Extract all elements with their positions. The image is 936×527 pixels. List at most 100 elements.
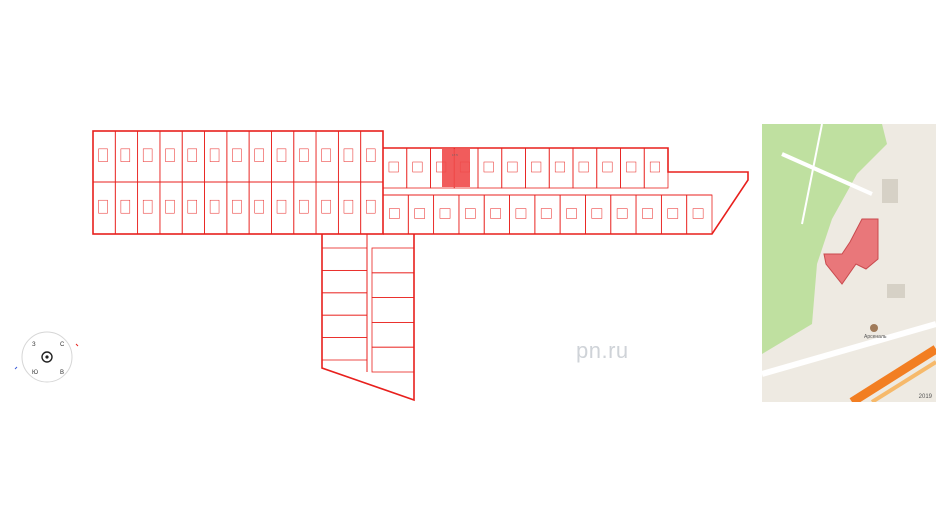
bathroom [531, 161, 542, 173]
apartment-unit[interactable] [371, 321, 415, 348]
apartment-unit[interactable] [337, 181, 362, 235]
compass: С В Ю З [14, 331, 79, 383]
apartment-unit[interactable] [321, 269, 368, 294]
apartment-unit[interactable] [248, 130, 272, 183]
bathroom [276, 148, 287, 162]
bathroom [591, 208, 603, 219]
apartment-unit[interactable] [137, 181, 161, 235]
apartment-unit[interactable] [321, 292, 368, 316]
apartment-unit[interactable] [509, 194, 536, 235]
apartment-unit[interactable] [371, 297, 415, 323]
apartment-unit[interactable] [159, 181, 183, 235]
apartment-unit[interactable] [371, 346, 415, 373]
apartment-unit[interactable] [407, 194, 435, 235]
apartment-unit[interactable] [371, 247, 415, 274]
apartment-unit[interactable] [458, 194, 485, 235]
apartment-unit[interactable] [382, 147, 408, 189]
apartment-unit[interactable] [525, 147, 550, 189]
bathroom [209, 148, 220, 162]
apartment-unit[interactable] [315, 130, 339, 183]
apartment-unit[interactable] [686, 194, 713, 235]
apartment-unit[interactable] [477, 147, 503, 189]
bathroom [232, 148, 242, 162]
bathroom [98, 199, 108, 214]
apartment-unit[interactable] [534, 194, 561, 235]
apartment-unit[interactable] [92, 181, 116, 235]
apartment-unit[interactable] [585, 194, 612, 235]
bathroom [388, 161, 399, 173]
bathroom [515, 208, 527, 219]
apartment-unit[interactable] [501, 147, 526, 189]
bathroom [165, 199, 175, 214]
apartment-unit[interactable] [293, 130, 317, 183]
bathroom [490, 208, 501, 219]
apartment-unit[interactable] [181, 181, 205, 235]
bathroom [120, 199, 131, 214]
apartment-unit[interactable] [572, 147, 598, 189]
apartment-unit[interactable] [337, 130, 362, 183]
apartment-unit[interactable] [360, 181, 384, 235]
apartment-unit[interactable] [406, 147, 431, 189]
apartment-unit[interactable] [248, 181, 272, 235]
apartment-unit[interactable] [620, 147, 645, 189]
bathroom [366, 199, 376, 214]
apartment-unit[interactable] [321, 337, 368, 361]
bathroom [507, 161, 518, 173]
apartment-unit[interactable] [226, 130, 250, 183]
bathroom [483, 161, 494, 173]
apartment-unit[interactable] [114, 181, 139, 235]
bathroom [299, 148, 309, 162]
bathroom [142, 199, 153, 214]
highway [849, 345, 936, 402]
bathroom [578, 161, 589, 173]
apartment-unit[interactable] [433, 194, 460, 235]
apartment-unit[interactable] [204, 181, 228, 235]
bathroom [626, 161, 637, 173]
bathroom [667, 208, 679, 219]
bathroom [412, 161, 423, 173]
bathroom [389, 208, 400, 219]
location-map[interactable]: Арсеналь 2019 [762, 124, 936, 402]
compass-south: Ю [32, 370, 38, 376]
apartment-unit[interactable] [114, 130, 139, 183]
bathroom [343, 199, 354, 214]
apartment-unit[interactable] [137, 130, 161, 183]
apartment-unit[interactable] [382, 194, 409, 235]
apartment-unit[interactable] [483, 194, 510, 235]
apartment-unit[interactable] [596, 147, 621, 189]
apartment-unit[interactable] [92, 130, 116, 183]
bathroom [439, 208, 451, 219]
map-copyright-year: 2019 [918, 394, 932, 400]
compass-north: С [60, 342, 65, 348]
apartment-unit[interactable] [660, 194, 688, 235]
apartment-unit[interactable] [181, 130, 205, 183]
apartment-unit[interactable] [321, 314, 368, 339]
apartment-unit[interactable] [226, 181, 250, 235]
park-area [762, 124, 887, 354]
highlighted-apartment[interactable] [442, 149, 470, 187]
apartment-unit[interactable] [610, 194, 637, 235]
apartment-unit[interactable] [315, 181, 339, 235]
bathroom [554, 161, 565, 173]
apartment-unit[interactable] [643, 147, 669, 189]
bathroom [566, 208, 577, 219]
apartment-unit[interactable] [204, 130, 228, 183]
apartment-unit[interactable] [360, 130, 384, 183]
plan-walls [92, 130, 749, 402]
bathroom [642, 208, 653, 219]
bathroom [120, 148, 131, 162]
apartment-unit[interactable] [271, 130, 295, 183]
apartment-unit[interactable] [271, 181, 295, 235]
apartment-unit[interactable] [159, 130, 183, 183]
bathroom [299, 199, 309, 214]
apartment-unit[interactable] [293, 181, 317, 235]
compass-east: В [60, 370, 64, 376]
apartment-unit[interactable] [548, 147, 574, 189]
building-footprint [823, 218, 879, 285]
apartment-unit[interactable] [321, 247, 368, 271]
apartment-unit[interactable] [635, 194, 662, 235]
bathroom [321, 148, 331, 162]
bathroom [254, 148, 264, 162]
apartment-unit[interactable] [371, 272, 415, 298]
apartment-unit[interactable] [559, 194, 586, 235]
